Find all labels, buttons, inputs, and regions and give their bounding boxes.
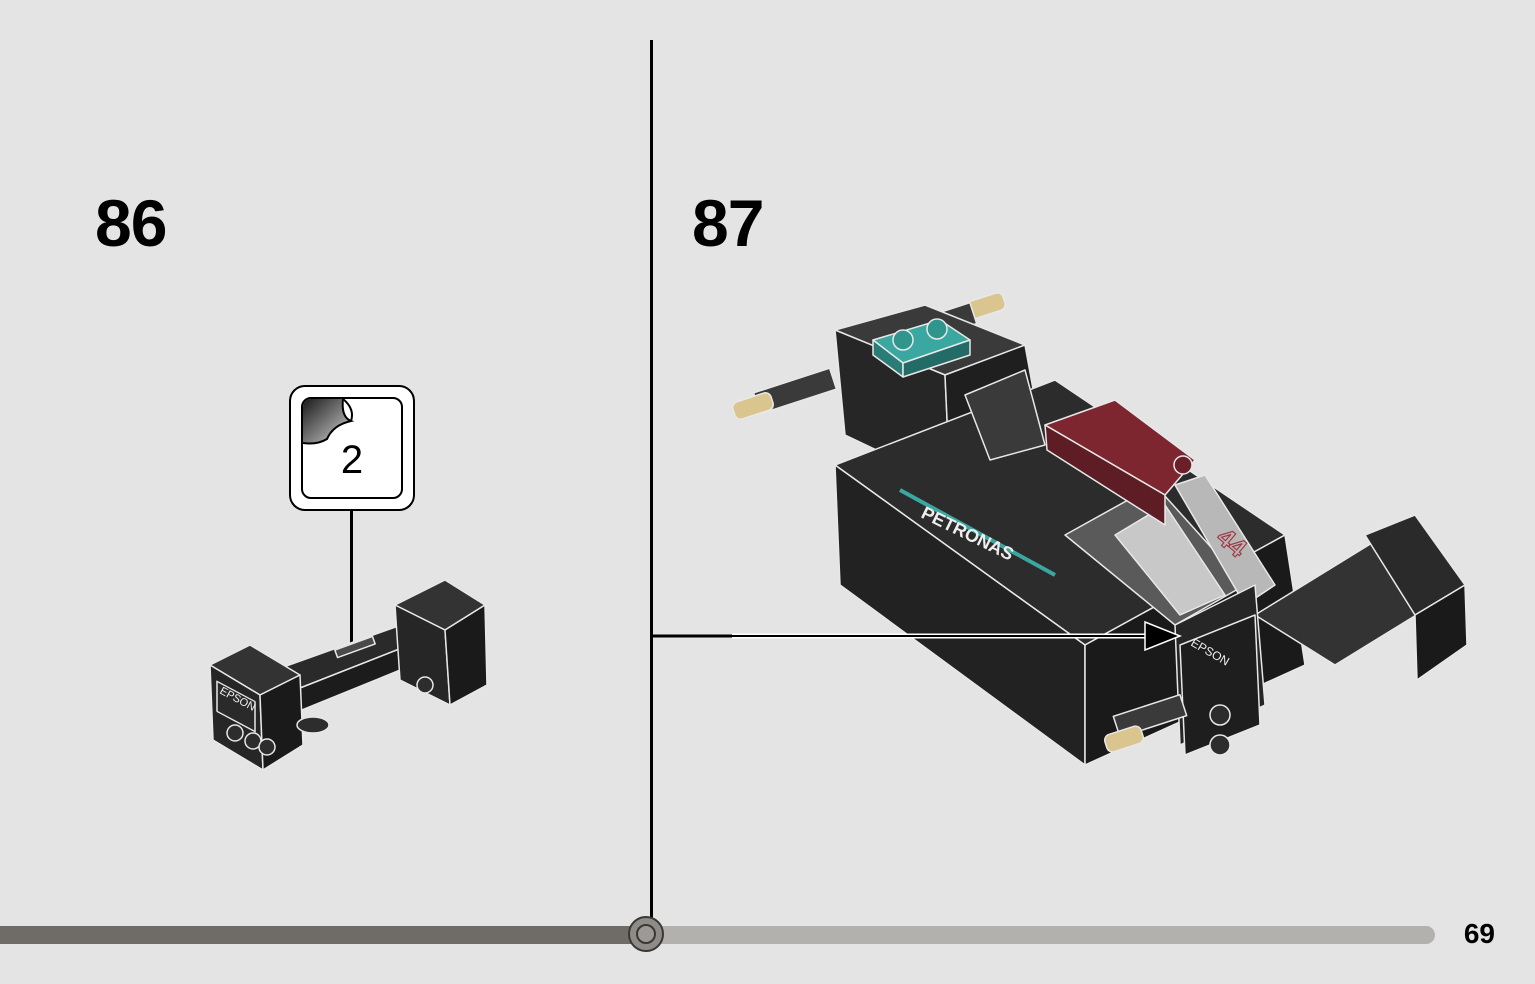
page-progress-fill	[0, 926, 646, 944]
sticker-icon	[303, 399, 355, 445]
sticker-count: 2	[340, 438, 364, 482]
placement-arrow	[650, 620, 1183, 652]
callout-leader-line	[350, 511, 353, 659]
rear-wing-assembly-illustration: EPSON	[209, 579, 488, 771]
race-car-assembly-illustration: PETRONAS 44 EPSON	[732, 292, 1468, 766]
sticker-callout: 2	[289, 385, 415, 511]
step-number-87: 87	[692, 186, 764, 260]
step-number-86: 86	[95, 186, 167, 260]
page-number: 69	[1463, 918, 1495, 949]
step-divider	[650, 40, 653, 920]
page-progress-knob	[628, 916, 664, 952]
sticker-callout-inner: 2	[301, 397, 403, 499]
